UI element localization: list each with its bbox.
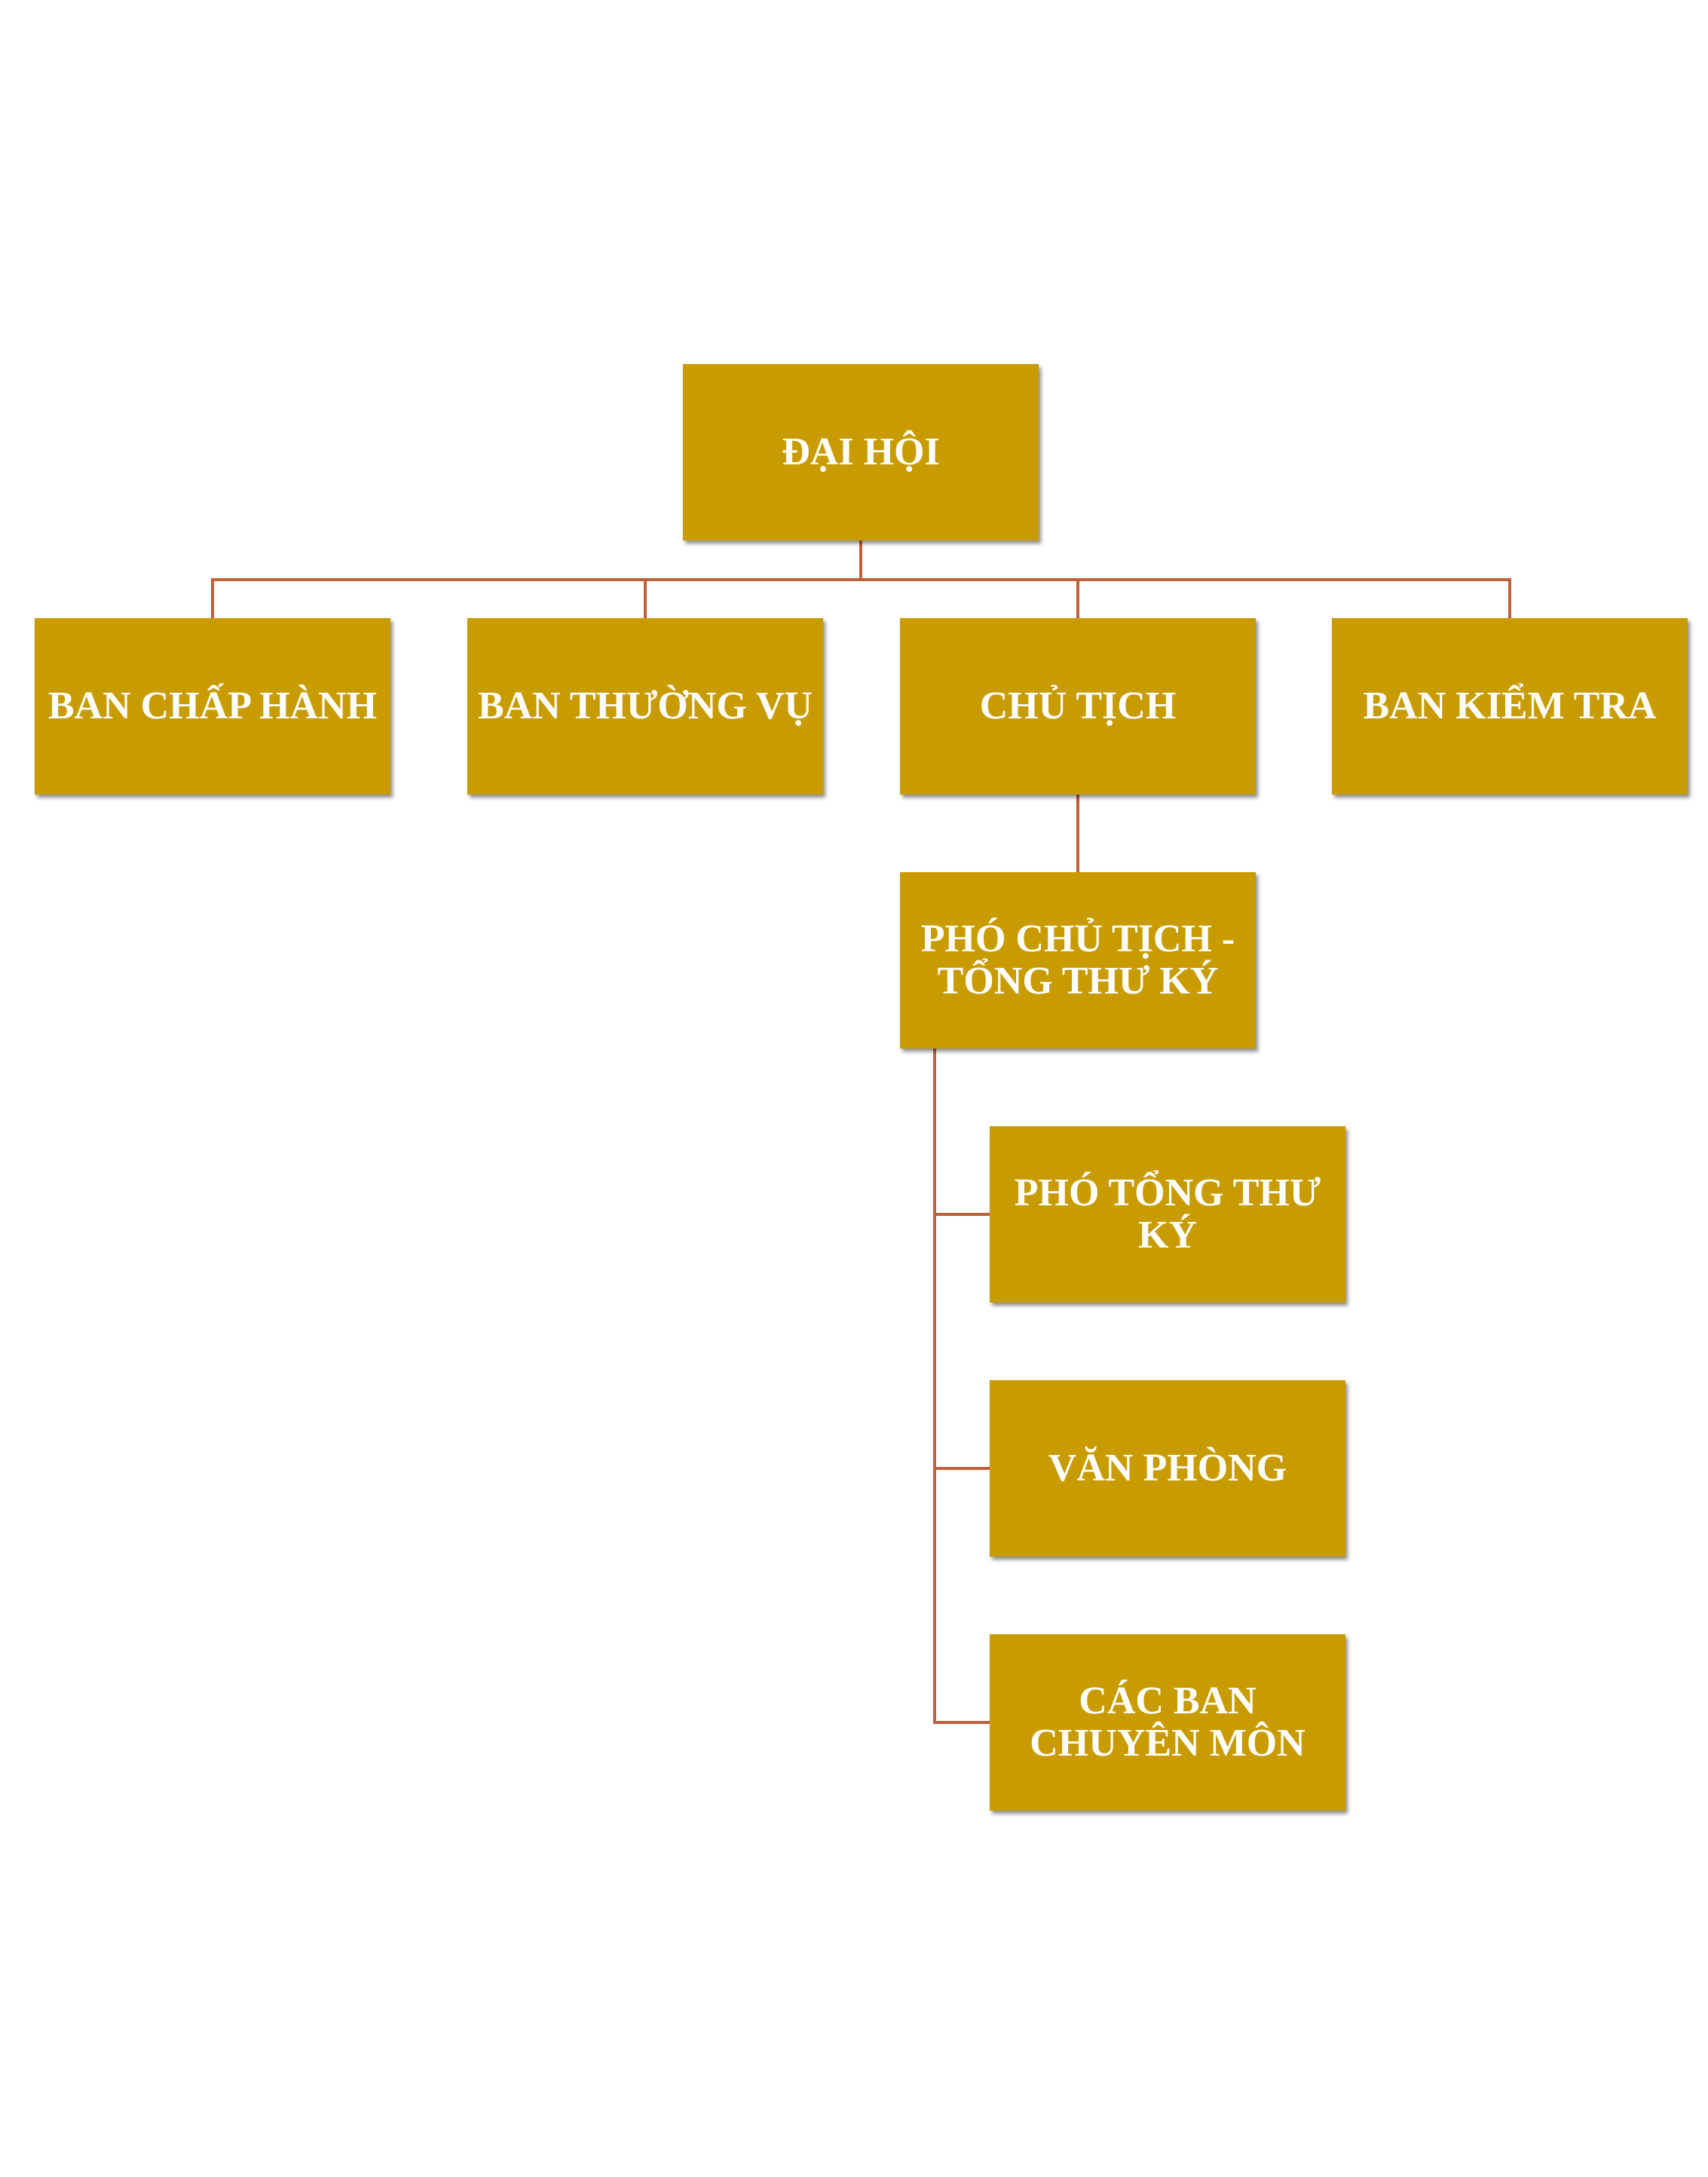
node-cac-ban-chuyen-mon-label: CÁC BAN CHUYÊN MÔN [1030, 1679, 1305, 1765]
node-ban-thuong-vu: BAN THƯỜNG VỤ [467, 618, 823, 795]
node-van-phong: VĂN PHÒNG [990, 1380, 1345, 1557]
node-van-phong-label: VĂN PHÒNG [1048, 1447, 1287, 1490]
node-pho-tong-thu-ky: PHÓ TỔNG THƯ KÝ [990, 1126, 1345, 1303]
node-ban-chap-hanh-label: BAN CHẤP HÀNH [47, 684, 378, 727]
node-dai-hoi: ĐẠI HỘI [683, 364, 1039, 540]
node-chu-tich: CHỦ TỊCH [900, 618, 1256, 795]
node-pho-chu-tich-tong-thu-ky: PHÓ CHỦ TỊCH - TỔNG THƯ KÝ [900, 872, 1256, 1049]
node-ban-thuong-vu-label: BAN THƯỜNG VỤ [478, 684, 813, 727]
node-dai-hoi-label: ĐẠI HỘI [782, 430, 940, 473]
node-ban-chap-hanh: BAN CHẤP HÀNH [35, 618, 390, 795]
node-pho-tong-thu-ky-label: PHÓ TỔNG THƯ KÝ [1014, 1171, 1321, 1257]
node-chu-tich-label: CHỦ TỊCH [979, 684, 1177, 727]
node-cac-ban-chuyen-mon: CÁC BAN CHUYÊN MÔN [990, 1634, 1345, 1811]
node-pho-chu-tich-tong-thu-ky-label: PHÓ CHỦ TỊCH - TỔNG THƯ KÝ [920, 917, 1235, 1003]
node-ban-kiem-tra-label: BAN KIỂM TRA [1363, 684, 1657, 727]
node-ban-kiem-tra: BAN KIỂM TRA [1332, 618, 1688, 795]
